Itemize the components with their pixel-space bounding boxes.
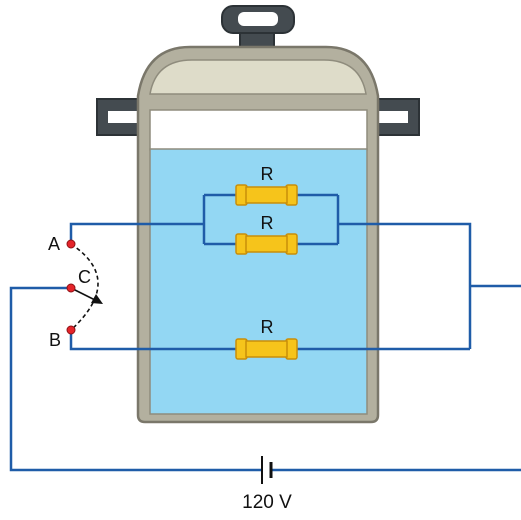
resistor-bottom-label: R xyxy=(261,317,274,337)
wire-parallel-to-rail xyxy=(338,222,472,349)
lid-knob xyxy=(221,5,295,51)
resistor-bottom xyxy=(235,338,298,360)
pot-lid xyxy=(149,59,367,95)
switch-arrowhead xyxy=(91,294,103,304)
terminal-a-label: A xyxy=(48,234,60,254)
wire-c-to-battery xyxy=(9,286,262,472)
resistor-top xyxy=(235,184,298,206)
switch-arc xyxy=(70,243,99,331)
battery xyxy=(261,456,273,484)
wire-a-to-parallel xyxy=(69,222,204,244)
terminal-b-label: B xyxy=(49,330,61,350)
battery-voltage-label: 120 V xyxy=(242,492,292,513)
wire-b-to-rail xyxy=(69,330,470,351)
terminal-a xyxy=(66,239,76,249)
resistor-top-label: R xyxy=(261,164,274,184)
resistor-middle-label: R xyxy=(261,213,274,233)
terminal-b xyxy=(66,325,76,335)
resistor-middle xyxy=(235,233,298,255)
air-space xyxy=(149,109,368,151)
terminal-c-label: C xyxy=(78,267,91,287)
switch xyxy=(66,239,103,335)
terminal-c xyxy=(66,283,76,293)
wires xyxy=(9,193,521,472)
